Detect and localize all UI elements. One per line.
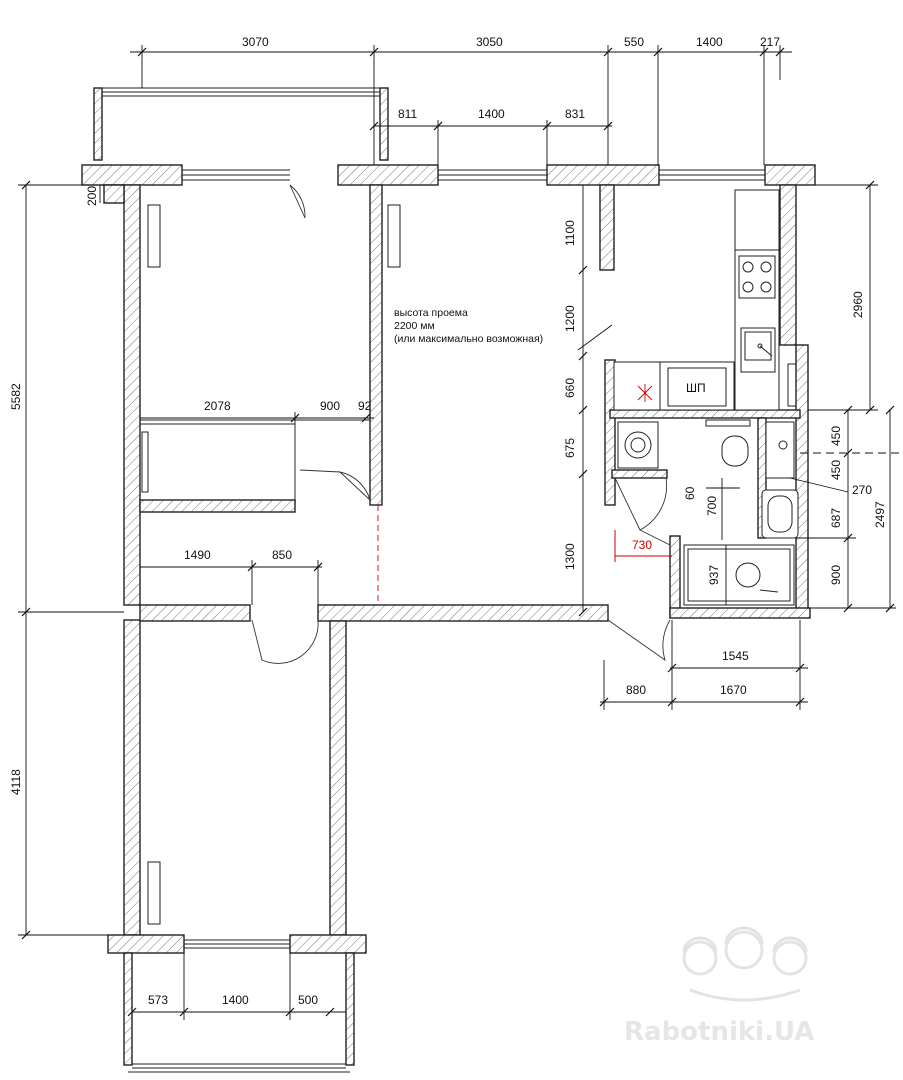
fixtures: ШП <box>141 189 799 925</box>
radiator-bedroom <box>147 204 161 268</box>
balcony-bottom-left <box>123 952 133 1066</box>
watermark: Rabotniki.UA <box>624 926 814 1047</box>
dimension-labels: 3070 3050 550 1400 217 811 1400 831 200 … <box>9 35 887 1007</box>
dim-730-red: 730 <box>632 538 652 552</box>
dim-1400-row2: 1400 <box>478 107 505 121</box>
dim-675: 675 <box>563 438 577 458</box>
dim-270: 270 <box>852 483 872 497</box>
boiler <box>765 421 795 479</box>
dim-5582: 5582 <box>9 383 23 410</box>
dim-1400-bottom: 1400 <box>222 993 249 1007</box>
bath-wall-mid <box>611 469 668 479</box>
cooktop <box>738 255 776 299</box>
dim-831: 831 <box>565 107 585 121</box>
radiator-lower-bedroom <box>147 861 161 925</box>
dim-3070: 3070 <box>242 35 269 49</box>
dim-1400-top: 1400 <box>696 35 723 49</box>
wardrobe-wall <box>139 499 296 513</box>
toilet <box>721 435 749 467</box>
dim-2497: 2497 <box>873 501 887 528</box>
dim-1670: 1670 <box>720 683 747 697</box>
dim-660: 660 <box>563 378 577 398</box>
top-wall-left <box>81 164 183 186</box>
radiator-wardrobe <box>141 431 149 493</box>
balcony-bottom-right <box>345 952 355 1066</box>
dim-850: 850 <box>272 548 292 562</box>
shower <box>683 544 795 606</box>
corridor-wall-right <box>317 604 609 622</box>
dim-811: 811 <box>398 107 417 121</box>
radiator-living <box>387 204 401 268</box>
dim-4118: 4118 <box>9 769 23 795</box>
top-wall-mid2 <box>546 164 660 186</box>
dim-92: 92 <box>358 399 372 413</box>
note-line3: (или максимально возможная) <box>394 333 543 345</box>
left-wall-upper <box>123 184 141 606</box>
top-wall-right <box>764 164 816 186</box>
kitchen-sink <box>740 327 776 373</box>
dim-450-b: 450 <box>829 460 843 480</box>
dim-687: 687 <box>829 508 843 528</box>
dim-1200: 1200 <box>563 305 577 332</box>
kitchen-lower-counter <box>613 361 735 411</box>
washbasin <box>761 489 799 539</box>
opening-note: высота проема 2200 мм (или максимально в… <box>394 307 543 345</box>
dishwasher-label: ШП <box>686 381 706 395</box>
dim-700: 700 <box>705 496 719 516</box>
bath-wall-left <box>604 359 616 506</box>
balcony-top-right-wall <box>379 87 389 161</box>
washing-machine <box>617 421 659 469</box>
dim-3050: 3050 <box>476 35 503 49</box>
gas-meter-icon <box>637 384 653 402</box>
dim-1490: 1490 <box>184 548 211 562</box>
workers-logo-icon <box>682 926 808 1002</box>
corridor-wall-left <box>139 604 251 622</box>
dim-450-a: 450 <box>829 426 843 446</box>
bottom-wall-right <box>289 934 367 954</box>
dim-900-interior: 900 <box>320 399 340 413</box>
dim-1100: 1100 <box>563 220 577 246</box>
dim-900-right: 900 <box>829 565 843 585</box>
dim-60: 60 <box>683 486 697 500</box>
dim-1545: 1545 <box>722 649 749 663</box>
left-wall-lower <box>123 619 141 936</box>
dim-1300: 1300 <box>563 543 577 570</box>
note-line1: высота проема <box>394 307 468 319</box>
walls <box>81 87 816 1073</box>
lower-bedroom-right-wall <box>329 620 347 936</box>
dim-880: 880 <box>626 683 646 697</box>
note-line2: 2200 мм <box>394 320 435 332</box>
balcony-top-left-wall <box>93 87 103 161</box>
kitchen-counter <box>734 189 780 411</box>
wc-wall-left <box>669 535 681 617</box>
bottom-wall-left <box>107 934 185 954</box>
doors <box>251 184 671 664</box>
dim-2960: 2960 <box>851 291 865 318</box>
watermark-text: Rabotniki.UA <box>624 1017 814 1047</box>
wc-wall-bottom <box>669 607 811 619</box>
dim-937: 937 <box>707 565 721 585</box>
dim-2078: 2078 <box>204 399 231 413</box>
left-wall-notch <box>103 184 125 204</box>
partition-bedroom-living <box>369 184 383 506</box>
dim-200: 200 <box>85 186 99 206</box>
dim-500: 500 <box>298 993 318 1007</box>
kitchen-stub <box>599 184 615 271</box>
right-wall-upper <box>779 184 797 346</box>
dim-550: 550 <box>624 35 644 49</box>
bath-wall-top <box>609 409 801 419</box>
dim-217: 217 <box>760 35 780 49</box>
top-wall-mid1 <box>337 164 439 186</box>
dim-573: 573 <box>148 993 168 1007</box>
dimension-lines <box>18 45 903 1020</box>
